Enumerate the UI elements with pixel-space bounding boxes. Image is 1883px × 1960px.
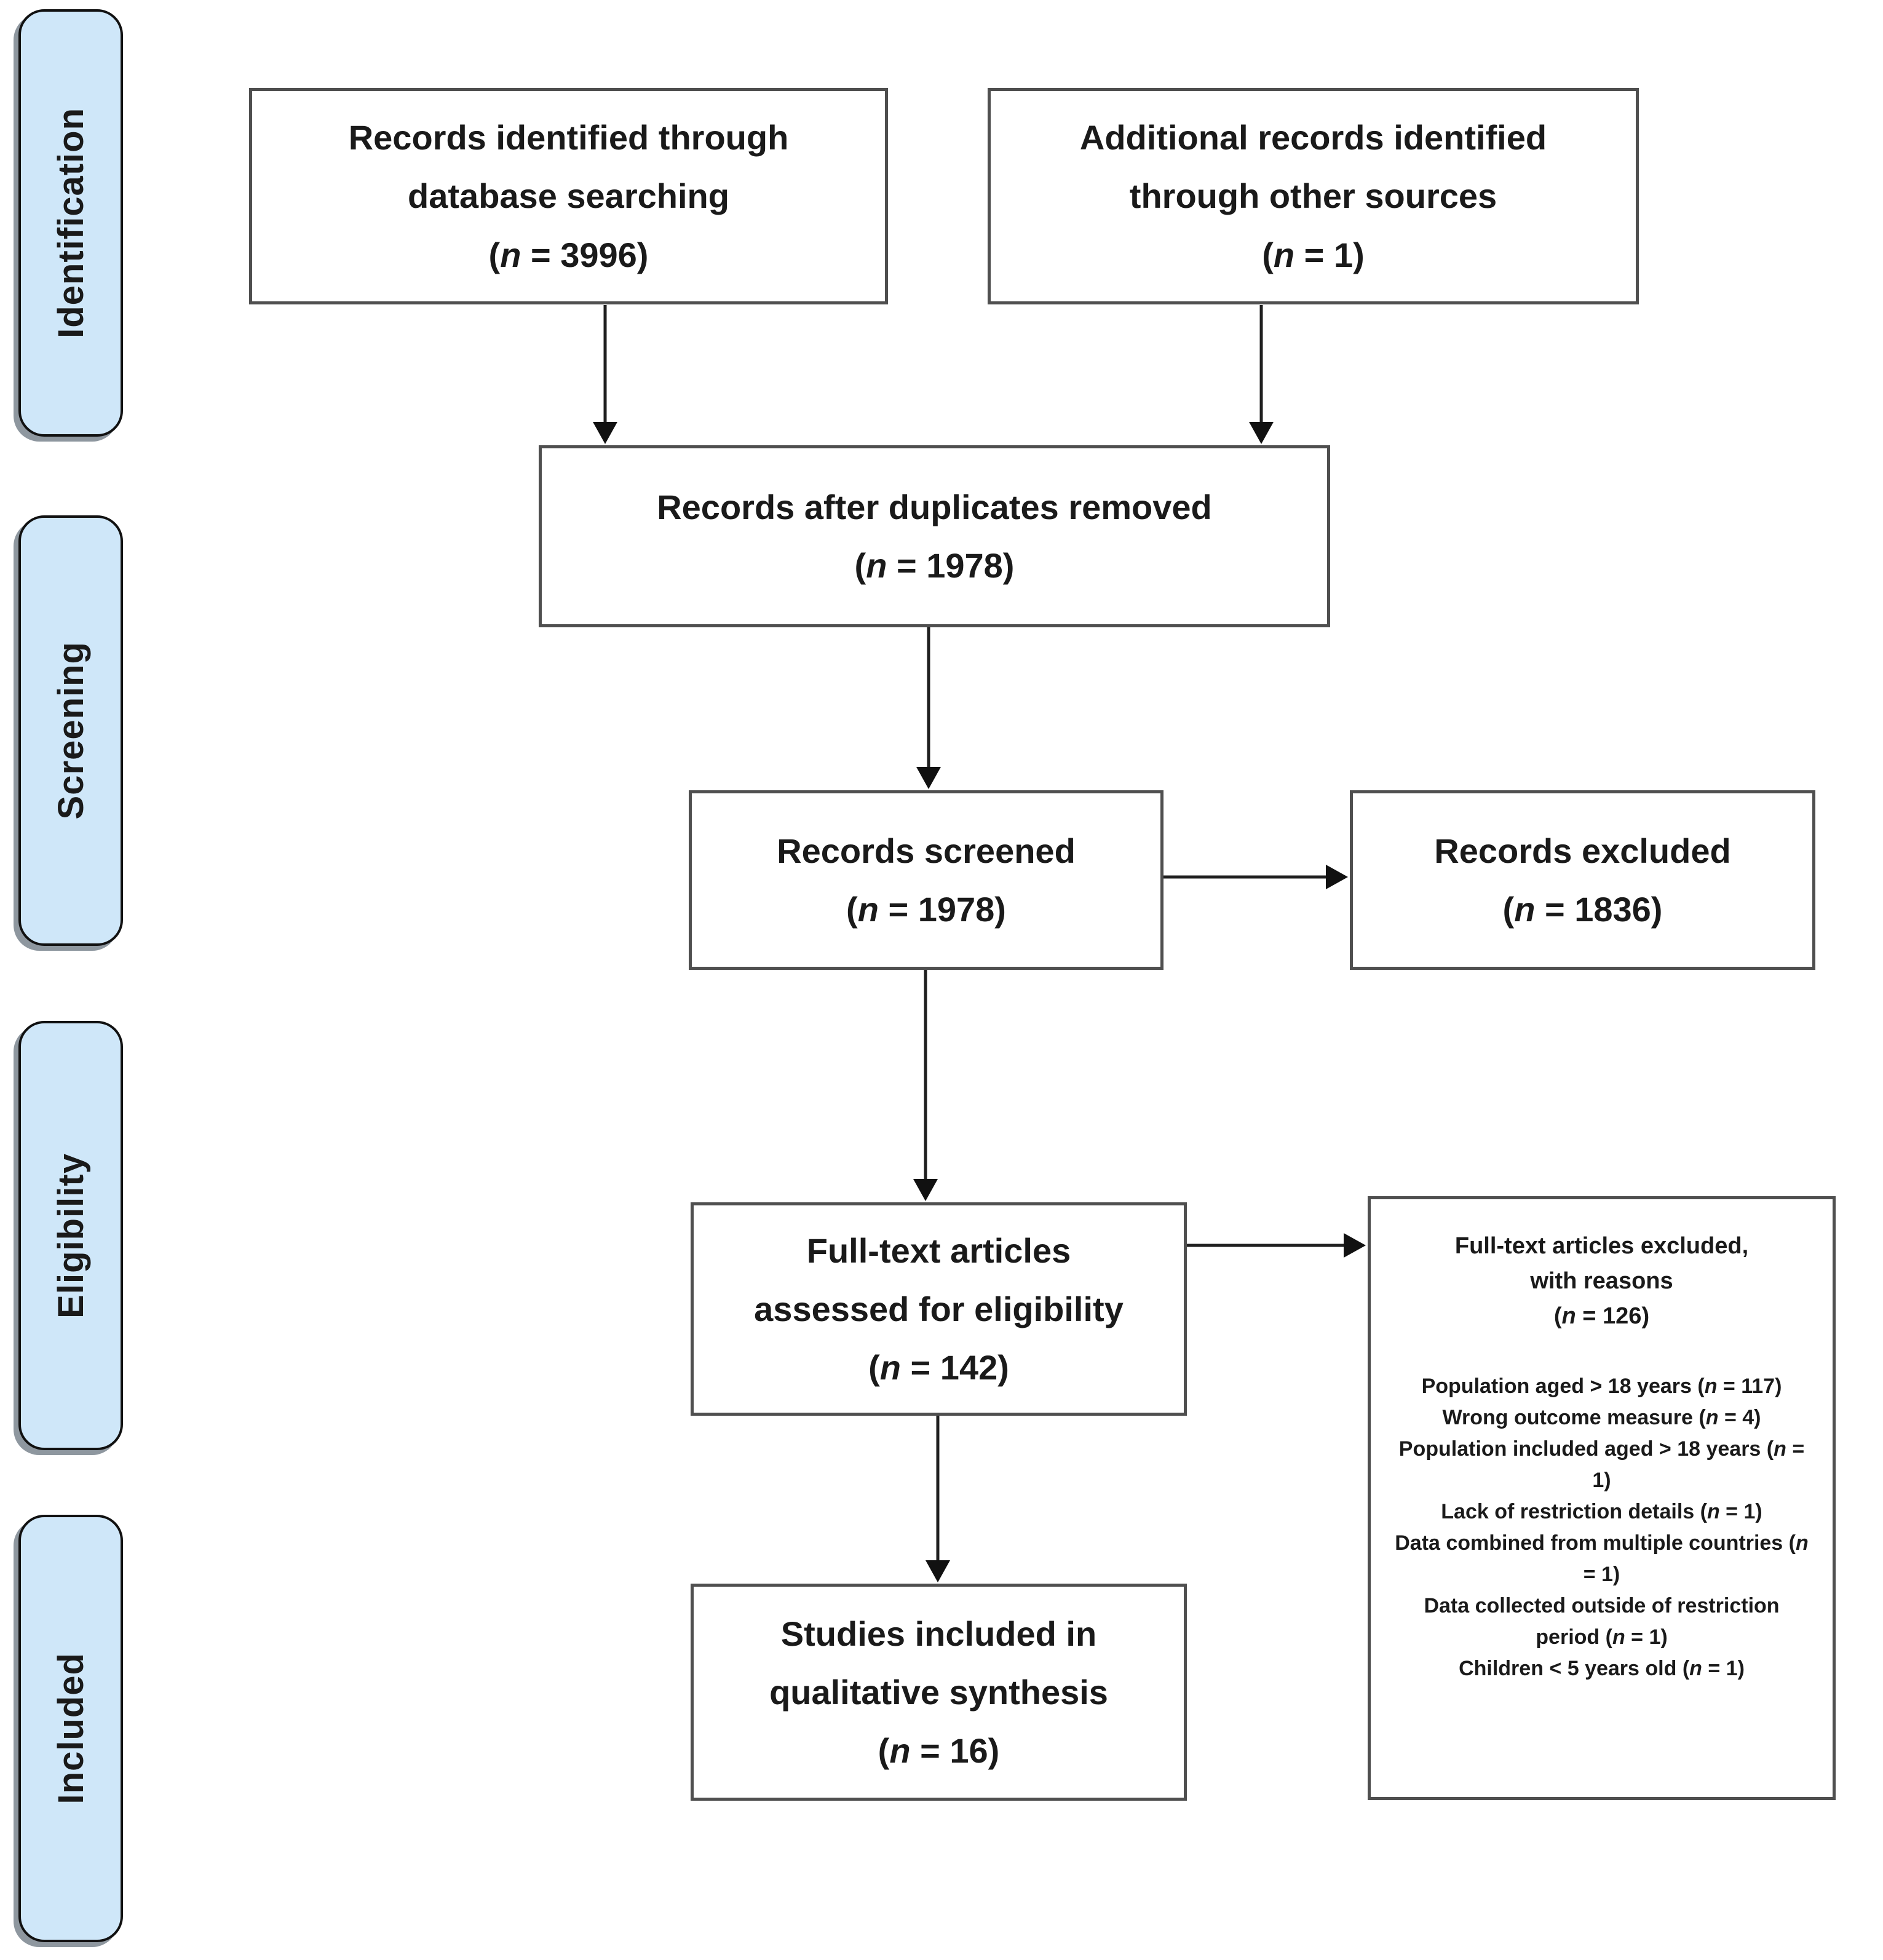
box-text-line: (n = 142)	[868, 1348, 1009, 1387]
box-text-line: (n = 1836)	[1502, 890, 1663, 929]
arrowhead-fulltext-to-included	[926, 1560, 950, 1582]
exclusion-reason: Data collected outside of restriction pe…	[1424, 1594, 1780, 1649]
exclusion-reason: Lack of restriction details (n = 1)	[1441, 1500, 1762, 1523]
stage-label-screening: Screening	[18, 515, 123, 946]
arrowhead-additional-to-duplicates	[1249, 422, 1274, 444]
stage-text-screening: Screening	[50, 641, 91, 820]
exclusion-reason: Population included aged > 18 years (n =…	[1398, 1437, 1805, 1492]
box-records-screened: Records screened (n = 1978)	[689, 790, 1163, 970]
box-text-line: (n = 16)	[878, 1731, 1000, 1771]
exclusion-reason: Data combined from multiple countries (n…	[1395, 1531, 1809, 1586]
box-text-line: Records after duplicates removed	[657, 487, 1212, 526]
box-records-excluded: Records excluded (n = 1836)	[1350, 790, 1815, 970]
box-fulltext-excluded: Full-text articles excluded, with reason…	[1368, 1196, 1836, 1800]
box-text-line: (n = 1)	[1262, 235, 1365, 274]
exclusion-reason: Wrong outcome measure (n = 4)	[1442, 1406, 1761, 1429]
arrowhead-identified-to-duplicates	[593, 422, 617, 444]
box-fulltext-assessed: Full-text articles assessed for eligibil…	[691, 1202, 1187, 1416]
box-studies-included: Studies included in qualitative synthesi…	[691, 1584, 1187, 1801]
box-text-line: (n = 3996)	[488, 235, 649, 274]
box-text-line: with reasons	[1530, 1268, 1673, 1294]
box-text-line: (n = 1978)	[846, 890, 1006, 929]
arrowhead-screened-to-fulltext	[913, 1179, 938, 1201]
box-text-line: (n = 126)	[1553, 1303, 1650, 1329]
stage-label-included: Included	[18, 1515, 123, 1942]
exclusion-reason: Population aged > 18 years (n = 117)	[1421, 1375, 1782, 1398]
box-text-line: Full-text articles	[806, 1231, 1071, 1270]
box-text-line: Records identified through	[348, 118, 789, 157]
arrowhead-fulltext-to-excluded-reasons	[1344, 1233, 1366, 1258]
exclusion-reason: Children < 5 years old (n = 1)	[1459, 1657, 1745, 1680]
stage-text-identification: Identification	[50, 108, 91, 338]
box-text-line: qualitative synthesis	[769, 1672, 1108, 1712]
box-text-line: database searching	[408, 177, 729, 216]
box-records-identified: Records identified through database sear…	[249, 88, 888, 304]
arrowhead-screened-to-excluded	[1326, 865, 1348, 889]
stage-text-eligibility: Eligibility	[50, 1153, 91, 1319]
stage-label-eligibility: Eligibility	[18, 1021, 123, 1450]
fulltext-excluded-header: Full-text articles excluded, with reason…	[1455, 1229, 1748, 1334]
arrowhead-duplicates-to-screened	[916, 767, 941, 789]
box-text-line: Full-text articles excluded,	[1454, 1233, 1749, 1259]
box-text-line: assessed for eligibility	[754, 1289, 1124, 1328]
stage-text-included: Included	[50, 1653, 91, 1804]
box-additional-records: Additional records identified through ot…	[988, 88, 1639, 304]
box-text-line: through other sources	[1129, 177, 1497, 216]
box-text-line: Additional records identified	[1079, 118, 1547, 157]
box-text-line: Records excluded	[1434, 831, 1731, 870]
box-text-line: Records screened	[777, 831, 1076, 870]
box-text-line: (n = 1978)	[854, 546, 1015, 585]
box-text-line: Studies included in	[780, 1614, 1097, 1653]
fulltext-excluded-reason-list: Population aged > 18 years (n = 117) Wro…	[1389, 1371, 1814, 1684]
box-duplicates-removed: Records after duplicates removed (n = 19…	[539, 445, 1330, 627]
stage-label-identification: Identification	[18, 9, 123, 437]
